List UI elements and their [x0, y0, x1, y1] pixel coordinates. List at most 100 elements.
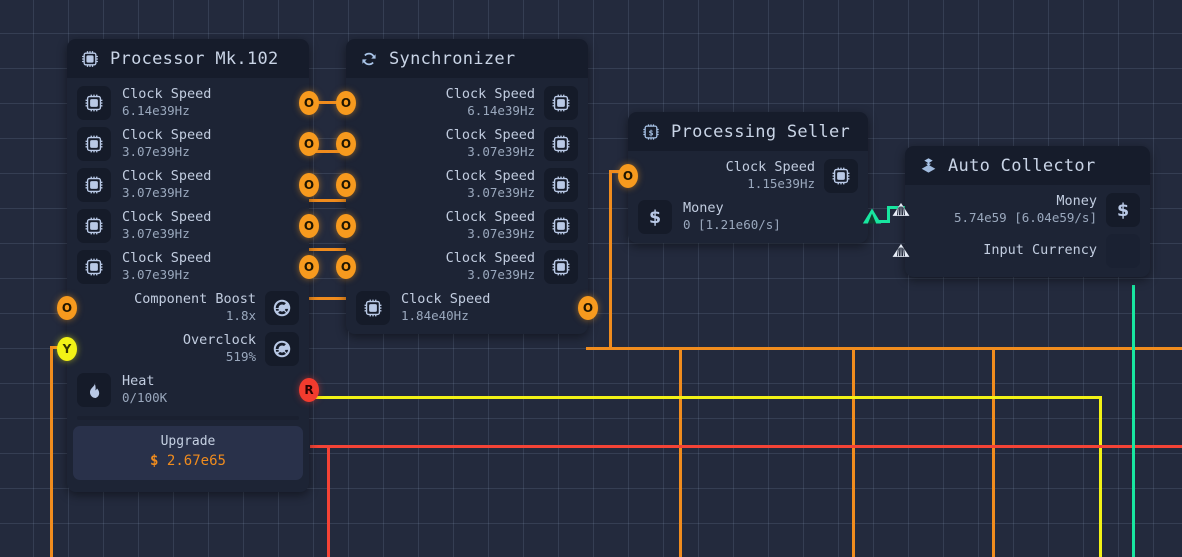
- cpu-chip-icon: [356, 290, 390, 325]
- row-value: 1.15e39Hz: [747, 176, 815, 191]
- input-port-component-boost[interactable]: O: [57, 296, 77, 320]
- row-value: 5.74e59 [6.04e59/s]: [954, 210, 1097, 225]
- row-clock-speed[interactable]: Clock Speed 3.07e39Hz O: [67, 205, 319, 246]
- row-value: 1.84e40Hz: [401, 308, 469, 323]
- node-auto-collector[interactable]: Auto Collector Money 5.74e59 [6.04e59/s]…: [892, 146, 1150, 277]
- row-clock-speed[interactable]: Clock Speed 3.07e39Hz O: [67, 246, 319, 287]
- row-clock-speed[interactable]: O Clock Speed 3.07e39Hz: [336, 123, 588, 164]
- output-port-money-triangle[interactable]: [862, 204, 882, 228]
- node-processing-seller[interactable]: $ Processing Seller O Clock Speed 1.15e3…: [618, 112, 882, 243]
- input-port-clock-5[interactable]: O: [336, 255, 356, 279]
- row-clock-speed[interactable]: O Clock Speed 3.07e39Hz: [336, 205, 588, 246]
- input-port-overclock[interactable]: Y: [57, 337, 77, 361]
- row-clock-speed[interactable]: O Clock Speed 1.15e39Hz: [618, 155, 868, 196]
- flame-icon: [77, 372, 111, 407]
- output-port-clock-main[interactable]: O: [578, 296, 598, 320]
- wire-proc-sync-1: [303, 101, 361, 104]
- package-down-icon: [917, 155, 939, 177]
- cpu-chip-icon: [544, 126, 578, 161]
- input-port-clock[interactable]: O: [618, 164, 638, 188]
- output-port-heat[interactable]: R: [299, 378, 319, 402]
- row-value: 3.07e39Hz: [122, 226, 190, 241]
- node-synchronizer[interactable]: Synchronizer O Clock Speed 6.14e39Hz O: [336, 39, 598, 334]
- row-value: 1.8x: [225, 308, 256, 323]
- input-port-clock-2[interactable]: O: [336, 132, 356, 156]
- cpu-chip-icon: [77, 85, 111, 120]
- dollar-icon: $: [150, 453, 159, 469]
- input-port-money-funnel[interactable]: [891, 197, 911, 221]
- wire-sync-out-bus: [586, 347, 1182, 350]
- node-processor-body: Clock Speed 6.14e39Hz O Clock Speed 3.07…: [57, 78, 319, 492]
- output-port-clock-2[interactable]: O: [299, 132, 319, 156]
- node-processing-seller-body: O Clock Speed 1.15e39Hz $ Money: [618, 151, 882, 243]
- row-clock-speed[interactable]: O Clock Speed 6.14e39Hz: [336, 82, 588, 123]
- node-synchronizer-title: Synchronizer: [389, 49, 516, 69]
- cpu-chip-icon: [77, 167, 111, 202]
- row-clock-speed[interactable]: O Clock Speed 3.07e39Hz: [336, 164, 588, 205]
- cpu-chip-icon: [544, 85, 578, 120]
- row-label: Clock Speed: [445, 209, 535, 225]
- row-clock-speed[interactable]: O Clock Speed 3.07e39Hz: [336, 246, 588, 287]
- dollar-icon: $: [638, 199, 672, 234]
- input-port-clock-3[interactable]: O: [336, 173, 356, 197]
- output-port-clock-3[interactable]: O: [299, 173, 319, 197]
- row-label: Clock Speed: [401, 291, 491, 307]
- input-port-clock-1[interactable]: O: [336, 91, 356, 115]
- node-auto-collector-title: Auto Collector: [948, 156, 1096, 176]
- row-clock-speed[interactable]: Clock Speed 3.07e39Hz O: [67, 164, 319, 205]
- row-clock-speed-output[interactable]: Clock Speed 1.84e40Hz O: [346, 287, 598, 328]
- output-port-clock-4[interactable]: O: [299, 214, 319, 238]
- node-processing-seller-title: Processing Seller: [671, 122, 851, 142]
- row-label: Money: [683, 200, 724, 216]
- upgrade-button[interactable]: Upgrade $ 2.67e65: [73, 426, 303, 480]
- cpu-chip-icon: [77, 249, 111, 284]
- row-label: Overclock: [182, 332, 256, 348]
- row-value: 3.07e39Hz: [467, 185, 535, 200]
- node-synchronizer-header[interactable]: Synchronizer: [346, 39, 588, 78]
- cpu-dollar-icon: $: [640, 121, 662, 143]
- row-component-boost[interactable]: O Component Boost 1.8x: [57, 287, 309, 328]
- upgrade-cost: $ 2.67e65: [73, 451, 303, 471]
- row-label: Clock Speed: [725, 159, 815, 175]
- row-value: 519%: [225, 349, 256, 364]
- wire-overclock-h: [311, 396, 1102, 399]
- row-label: Clock Speed: [445, 168, 535, 184]
- row-heat[interactable]: Heat 0/100K R: [67, 369, 319, 410]
- sync-refresh-icon: [358, 48, 380, 70]
- row-value: 3.07e39Hz: [122, 267, 190, 282]
- svg-text:$: $: [648, 128, 653, 138]
- node-processing-seller-header[interactable]: $ Processing Seller: [628, 112, 868, 151]
- node-processor[interactable]: Processor Mk.102 Clock Speed 6.14e39Hz O: [57, 39, 319, 492]
- row-label: Clock Speed: [445, 86, 535, 102]
- node-divider: [77, 416, 299, 420]
- wire-money-seg2: [887, 206, 890, 223]
- cpu-chip-icon: [544, 249, 578, 284]
- output-port-clock-1[interactable]: O: [299, 91, 319, 115]
- wire-proc-sync-3: [303, 199, 361, 202]
- node-auto-collector-body: Money 5.74e59 [6.04e59/s] $ Input Curren…: [892, 185, 1150, 277]
- row-value: 3.07e39Hz: [122, 185, 190, 200]
- row-clock-speed[interactable]: Clock Speed 3.07e39Hz O: [67, 123, 319, 164]
- node-auto-collector-header[interactable]: Auto Collector: [905, 146, 1150, 185]
- node-processor-title: Processor Mk.102: [110, 49, 279, 69]
- row-overclock[interactable]: Y Overclock 519%: [57, 328, 309, 369]
- output-port-clock-5[interactable]: O: [299, 255, 319, 279]
- row-money[interactable]: Money 5.74e59 [6.04e59/s] $: [892, 189, 1150, 230]
- row-input-currency[interactable]: Input Currency: [892, 230, 1150, 271]
- row-clock-speed[interactable]: Clock Speed 6.14e39Hz O: [67, 82, 319, 123]
- gauge-icon: [265, 331, 299, 366]
- cpu-chip-icon: [544, 208, 578, 243]
- empty-slot-icon[interactable]: [1106, 233, 1140, 268]
- cpu-chip-icon: [544, 167, 578, 202]
- row-value: 3.07e39Hz: [467, 267, 535, 282]
- wire-overclock-v: [1099, 396, 1102, 557]
- wire-bus-drop-2: [852, 347, 855, 557]
- input-port-clock-4[interactable]: O: [336, 214, 356, 238]
- wire-heat-v: [327, 445, 330, 557]
- cpu-chip-icon: [77, 208, 111, 243]
- input-port-currency-funnel[interactable]: [891, 238, 911, 262]
- row-money[interactable]: $ Money 0 [1.21e60/s]: [628, 196, 882, 237]
- node-processor-header[interactable]: Processor Mk.102: [67, 39, 309, 78]
- dollar-icon: $: [1106, 192, 1140, 227]
